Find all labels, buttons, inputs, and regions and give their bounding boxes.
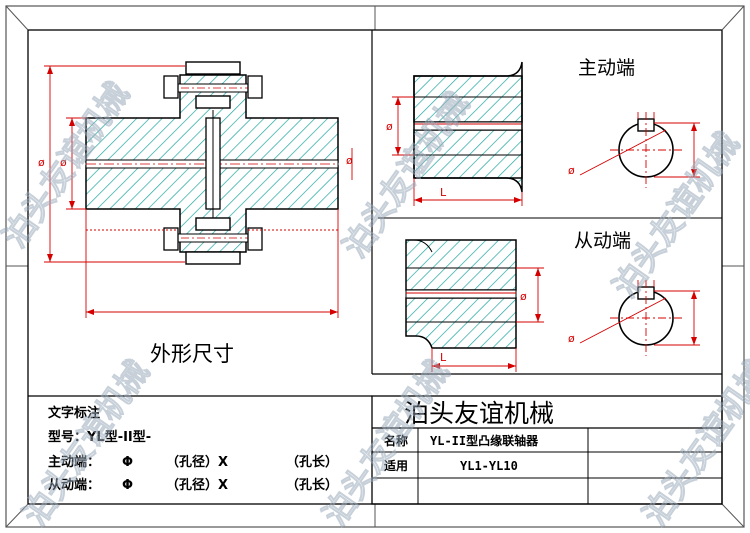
- outline-title: 外形尺寸: [150, 342, 234, 366]
- driven-length-label: L: [440, 351, 447, 364]
- notes-block: 文字标注 型号：YL型-II型- 主动端： Φ （孔径）X （孔长） 从动端： …: [28, 395, 372, 493]
- name-value: YL-II型凸缘联轴器: [430, 433, 539, 448]
- notes-drive-bore-len: （孔长）: [286, 454, 338, 470]
- outer-diameter-label: ø: [38, 156, 45, 169]
- drive-end-view: ø L ø 主动端: [386, 57, 700, 206]
- notes-drive-phi: Φ: [122, 455, 133, 470]
- notes-driven-phi: Φ: [122, 478, 133, 493]
- drive-keyway-phi: ø: [568, 164, 575, 177]
- assembly-dimensions: [44, 65, 353, 318]
- name-label: 名称: [384, 433, 408, 448]
- drive-length-label: L: [440, 186, 447, 199]
- driven-bore-phi: ø: [520, 290, 527, 303]
- notes-drive-bore-dia: （孔径）X: [166, 454, 228, 470]
- apply-value: YL1-YL10: [460, 459, 518, 473]
- company-name: 泊头友谊机械: [404, 399, 554, 428]
- driven-end-title: 从动端: [574, 230, 631, 252]
- notes-heading: 文字标注: [48, 405, 100, 421]
- watermark-bottom-right: 泊头友谊机械: [635, 354, 750, 533]
- notes-driven-bore-len: （孔长）: [286, 477, 338, 493]
- drive-bore-phi: ø: [386, 120, 393, 133]
- title-block: 泊头友谊机械 名称 YL-II型凸缘联轴器 适用 YL1-YL10: [371, 395, 723, 505]
- hub-diameter-label: ø: [60, 156, 67, 169]
- driven-end-view: ø L ø 从动端: [405, 230, 700, 372]
- assembly-view: ø ø ø 外形尺寸: [38, 61, 353, 366]
- assembly-arrows: [47, 66, 338, 315]
- drive-end-title: 主动端: [578, 57, 635, 79]
- notes-driven-bore-dia: （孔径）X: [166, 477, 228, 493]
- corner-bevels: [5, 5, 745, 528]
- bore-diameter-label: ø: [346, 154, 353, 167]
- apply-label: 适用: [384, 458, 408, 473]
- notes-drive-label: 主动端：: [48, 454, 100, 470]
- driven-keyway-phi: ø: [568, 332, 575, 345]
- zone-ticks: [6, 6, 744, 527]
- notes-driven-label: 从动端：: [48, 477, 100, 493]
- notes-model-line: 型号：YL型-II型-: [48, 429, 151, 445]
